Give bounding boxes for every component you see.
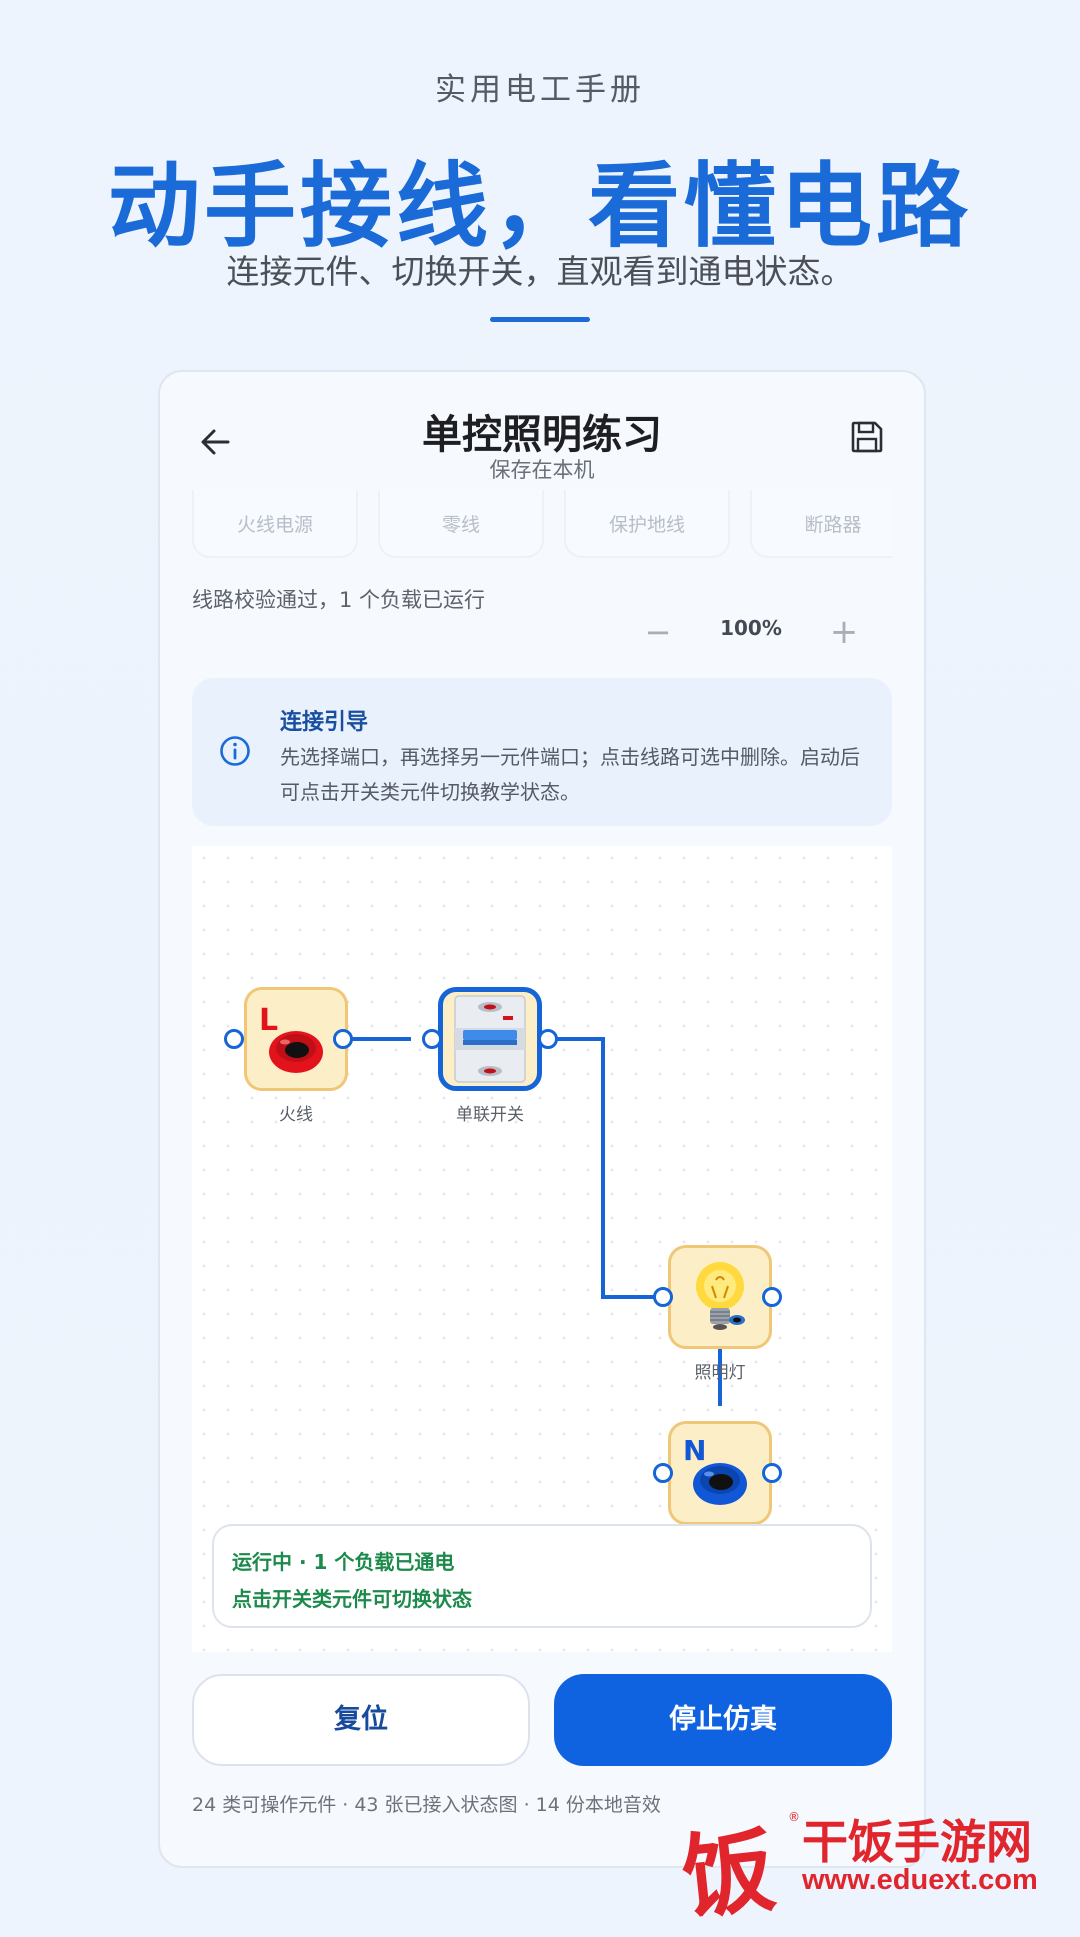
- palette-item-label: 火线电源: [236, 514, 313, 536]
- info-icon: [220, 736, 250, 766]
- zoom-level: 100%: [720, 616, 782, 640]
- palette-item-label: 零线: [441, 514, 480, 536]
- promo-subtitle: 连接元件、切换开关，直观看到通电状态。: [226, 252, 854, 291]
- run-status-line1: 运行中 · 1 个负载已通电: [232, 1550, 455, 1574]
- port-neutral-right[interactable]: [762, 1463, 782, 1483]
- zoom-in-button[interactable]: +: [829, 612, 859, 652]
- run-status-toast: 运行中 · 1 个负载已通电 点击开关类元件可切换状态: [212, 1524, 872, 1628]
- validation-status: 线路校验通过，1 个负载已运行: [192, 588, 486, 612]
- screen-title: 单控照明练习: [422, 412, 662, 458]
- save-button[interactable]: [848, 418, 886, 456]
- port-live-left[interactable]: [224, 1029, 244, 1049]
- port-live-right[interactable]: [333, 1029, 353, 1049]
- neutral-terminal-icon: N: [683, 1434, 747, 1505]
- palette-item-label: 断路器: [804, 514, 862, 536]
- wires-layer: [343, 1037, 722, 1406]
- wire-switch-to-lamp[interactable]: [549, 1037, 663, 1299]
- palette-item-label: 保护地线: [608, 514, 685, 536]
- zoom-out-button[interactable]: −: [644, 613, 672, 651]
- port-switch-right[interactable]: [538, 1029, 558, 1049]
- watermark-name: 干饭手游网: [802, 1815, 1032, 1869]
- app-header: 单控照明练习 保存在本机: [160, 372, 924, 490]
- node-switch[interactable]: [438, 987, 542, 1091]
- component-palette: 火线电源 零线 保护地线 断路器: [192, 490, 892, 564]
- floppy-disk-icon: [851, 421, 883, 453]
- watermark-logo: 饭 ® 干饭手游网 www.eduext.com: [677, 1800, 1062, 1932]
- node-label-switch: 单联开关: [456, 1105, 524, 1125]
- arrow-left-icon: [201, 429, 230, 455]
- promo-title: 动手接线，看懂电路: [107, 153, 972, 260]
- watermark-url: www.eduext.com: [802, 1864, 1038, 1896]
- footer-stats: 24 类可操作元件 · 43 张已接入状态图 · 14 份本地音效: [192, 1794, 661, 1816]
- node-label-lamp: 照明灯: [694, 1363, 746, 1383]
- live-badge: L: [259, 1003, 278, 1038]
- run-status-line2: 点击开关类元件可切换状态: [232, 1587, 472, 1611]
- node-neutral[interactable]: N: [668, 1421, 772, 1525]
- node-label-live: 火线: [279, 1105, 313, 1125]
- single-switch-icon: [454, 995, 526, 1083]
- guide-body: 先选择端口，再选择另一元件端口；点击线路可选中删除。启动后可点击开关类元件切换教…: [280, 745, 860, 804]
- palette-item-ground[interactable]: 保护地线: [564, 490, 730, 558]
- port-lamp-right[interactable]: [762, 1287, 782, 1307]
- app-screen: 单控照明练习 保存在本机 火线电源 零线 保护地线 断路器 线路校验通过，1 个…: [158, 370, 926, 1868]
- port-switch-left[interactable]: [422, 1029, 442, 1049]
- watermark-reg: ®: [788, 1810, 800, 1824]
- circuit-canvas[interactable]: L 火线 单联开关: [192, 846, 892, 1652]
- port-lamp-left[interactable]: [653, 1287, 673, 1307]
- reset-button[interactable]: 复位: [192, 1674, 530, 1766]
- light-bulb-icon: [696, 1262, 745, 1330]
- palette-item-neutral[interactable]: 零线: [378, 490, 544, 558]
- back-button[interactable]: [194, 420, 238, 464]
- promo-eyebrow: 实用电工手册: [435, 72, 645, 108]
- live-terminal-icon: L: [259, 1003, 323, 1073]
- palette-item-breaker[interactable]: 断路器: [750, 490, 892, 558]
- connection-guide-card: 连接引导 先选择端口，再选择另一元件端口；点击线路可选中删除。启动后可点击开关类…: [192, 678, 892, 826]
- port-neutral-left[interactable]: [653, 1463, 673, 1483]
- neutral-badge: N: [683, 1434, 706, 1467]
- guide-title: 连接引导: [280, 710, 369, 735]
- palette-item-live-source[interactable]: 火线电源: [192, 490, 358, 558]
- watermark-mark: 饭: [677, 1815, 781, 1933]
- promo-divider: [490, 317, 590, 322]
- stop-simulation-button[interactable]: 停止仿真: [554, 1674, 892, 1766]
- node-lamp[interactable]: [668, 1245, 772, 1349]
- save-location-label: 保存在本机: [489, 458, 595, 482]
